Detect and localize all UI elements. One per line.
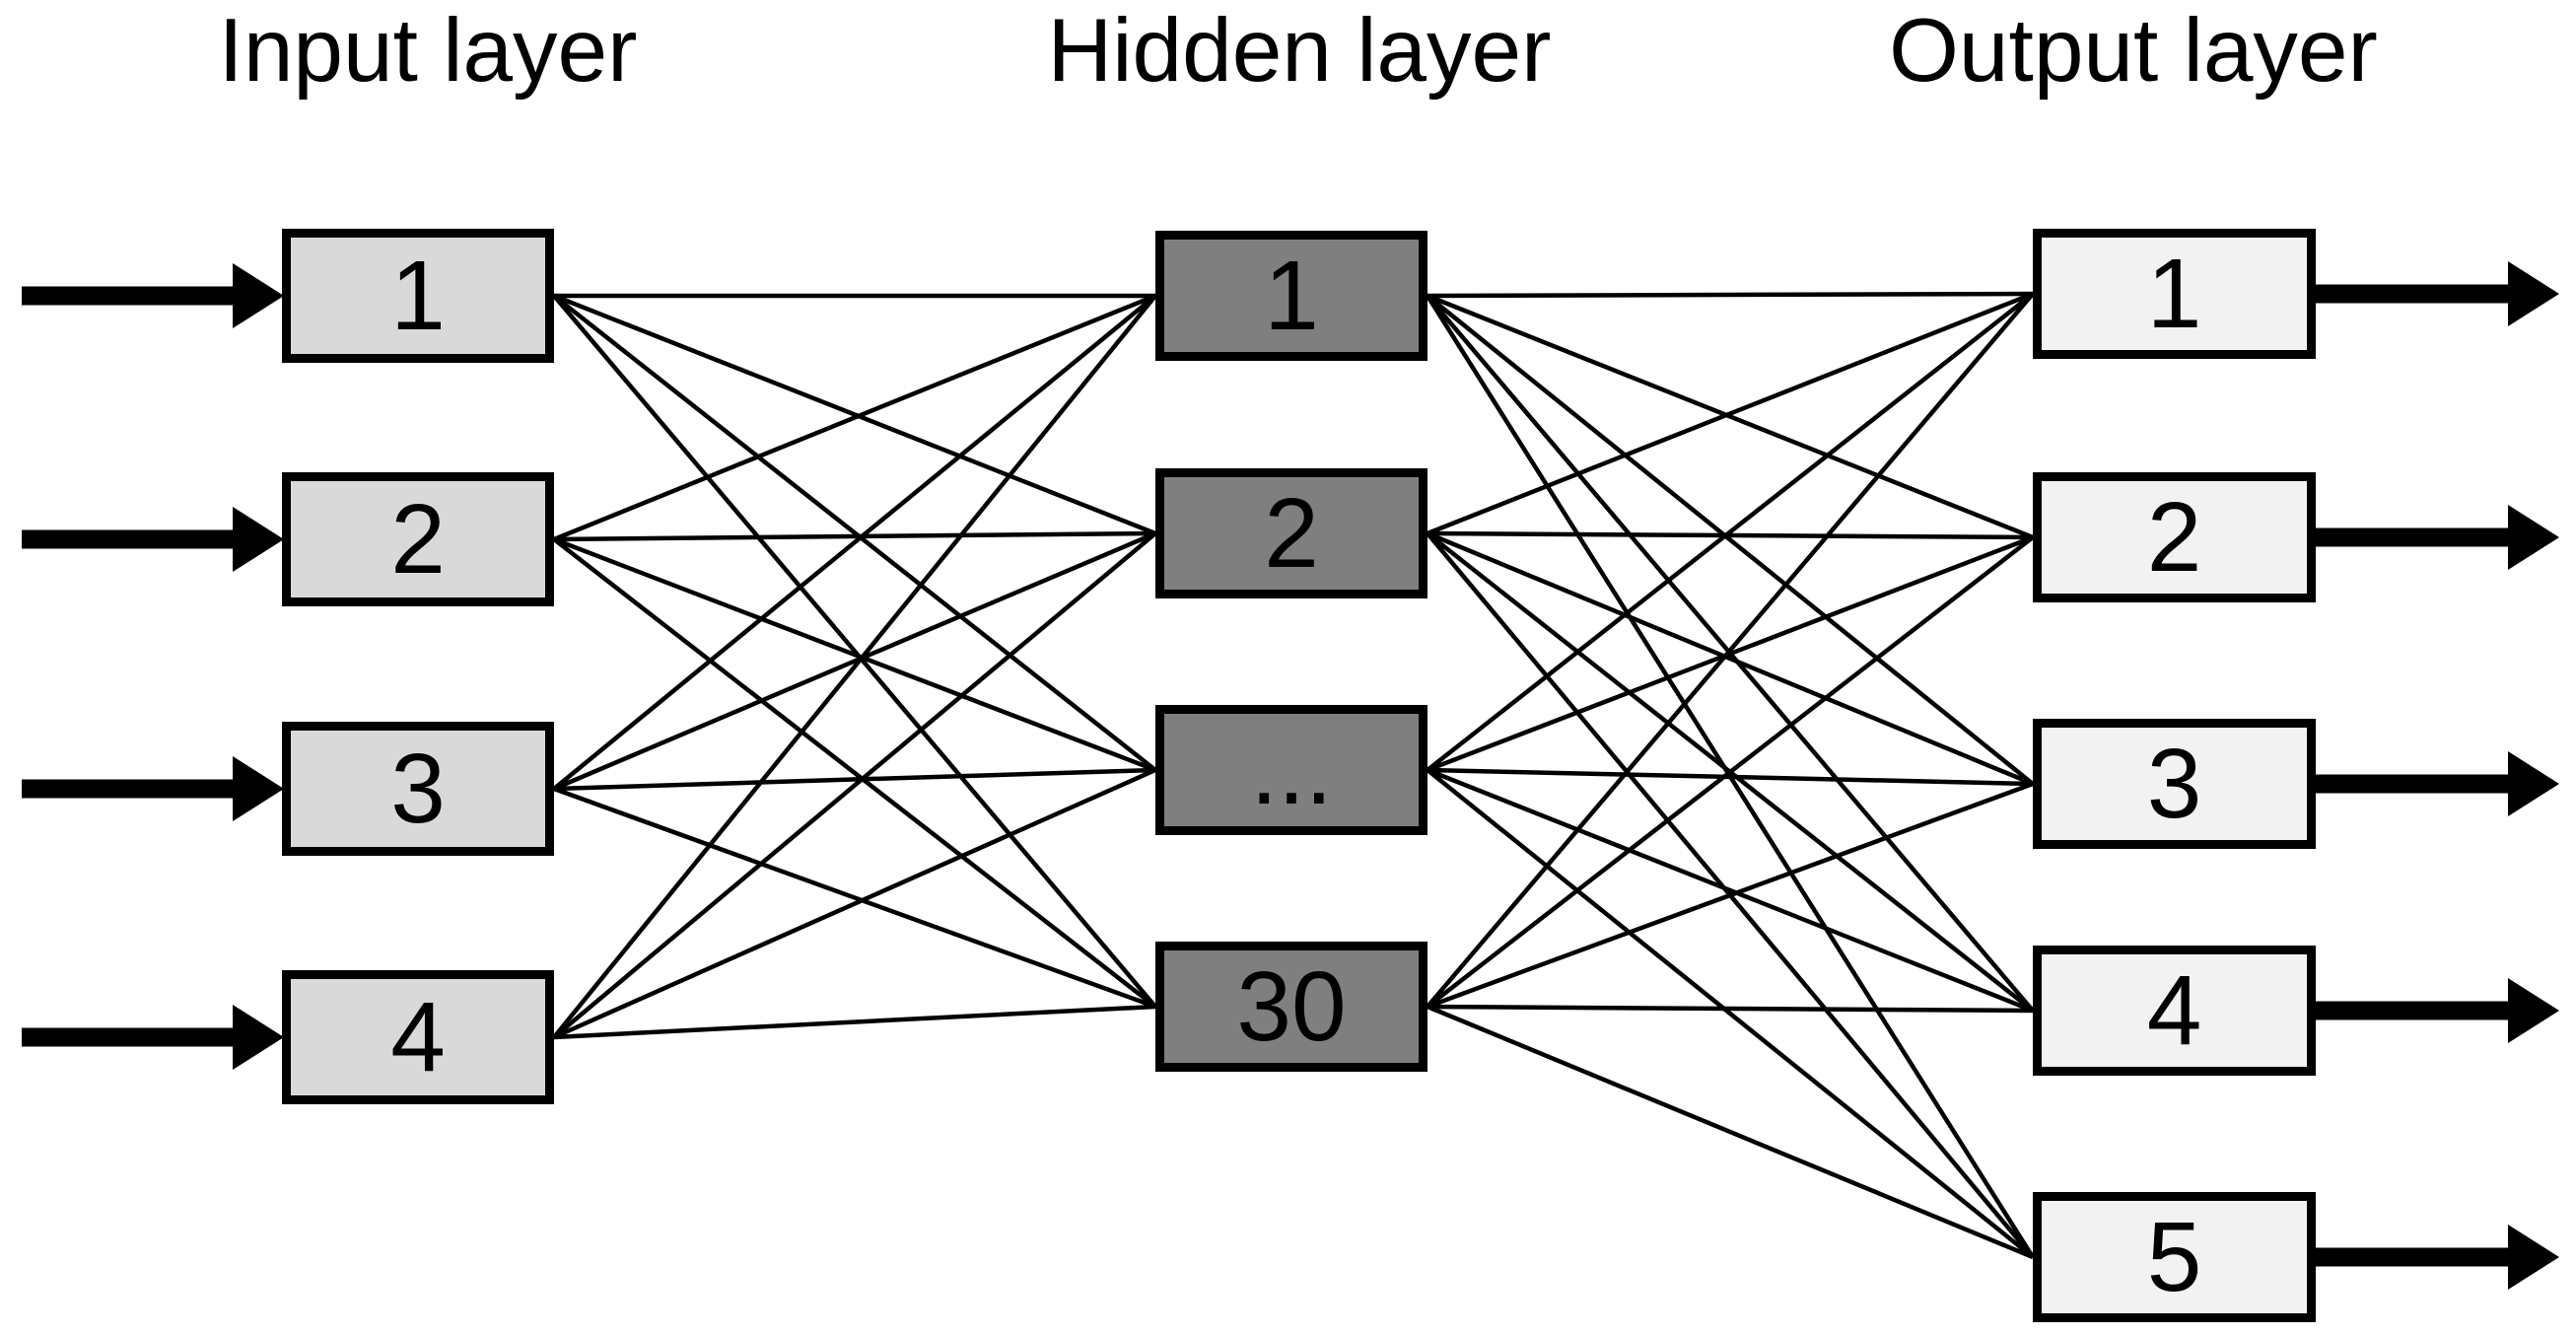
output-arrowhead: [2508, 751, 2559, 816]
output-node-3: 3: [2033, 719, 2316, 849]
connection-line-hidden-output: [1427, 1004, 2034, 1014]
input-arrowhead: [233, 507, 284, 572]
connection-line-input-hidden: [553, 786, 1156, 1010]
hidden-node-ellipsis: ...: [1155, 705, 1427, 835]
output-node-5: 5: [2033, 1192, 2316, 1322]
connection-line-input-hidden: [553, 293, 1156, 542]
connection-line-hidden-output: [1426, 294, 2035, 786]
input-arrowhead: [233, 1005, 284, 1070]
output-arrowhead: [2508, 261, 2559, 326]
hidden-node-30: 30: [1155, 942, 1427, 1072]
connection-line-hidden-output: [1427, 291, 2034, 299]
connection-line-input-hidden: [553, 767, 1156, 1040]
connection-line-input-hidden: [553, 530, 1156, 542]
connection-line-hidden-output: [1427, 291, 2034, 536]
connection-line-hidden-output: [1426, 292, 2035, 1009]
connection-line-hidden-output: [1426, 292, 2035, 772]
hidden-node-1: 1: [1155, 231, 1427, 361]
hidden-node-2: 2: [1155, 468, 1427, 598]
connection-line-hidden-output: [1427, 767, 2034, 1014]
output-arrowhead: [2508, 978, 2559, 1043]
connection-line-input-hidden: [553, 530, 1156, 792]
output-arrowhead: [2508, 505, 2559, 570]
connection-line-hidden-output: [1427, 781, 2034, 1010]
output-node-2: 2: [2033, 472, 2316, 602]
connection-line-input-hidden: [552, 537, 1157, 1009]
input-node-2: 2: [282, 472, 554, 606]
connection-line-hidden-output: [1427, 293, 2034, 540]
connection-line-input-hidden: [553, 767, 1156, 792]
connection-line-input-hidden: [553, 536, 1156, 773]
connection-line-hidden-output: [1426, 535, 2035, 1009]
connection-line-input-hidden: [553, 1004, 1156, 1040]
connection-line-input-hidden: [552, 294, 1157, 772]
connection-line-hidden-output: [1427, 530, 2034, 787]
connection-line-input-hidden: [552, 294, 1157, 791]
connection-line-hidden-output: [1427, 767, 2034, 787]
hidden-layer-title: Hidden layer: [1047, 1, 1552, 101]
connection-line-input-hidden: [552, 294, 1157, 1039]
output-layer-title: Output layer: [1889, 1, 2378, 101]
input-node-4: 4: [282, 970, 554, 1104]
output-node-4: 4: [2033, 946, 2316, 1076]
connection-line-hidden-output: [1427, 1004, 2034, 1260]
connection-line-input-hidden: [552, 294, 1157, 1009]
connection-line-hidden-output: [1426, 768, 2035, 1259]
connection-line-input-hidden: [552, 531, 1157, 1039]
input-node-3: 3: [282, 722, 554, 856]
input-node-1: 1: [282, 229, 554, 363]
input-layer-title: Input layer: [218, 1, 638, 101]
output-arrowhead: [2508, 1225, 2559, 1290]
output-node-1: 1: [2033, 229, 2316, 359]
connection-line-hidden-output: [1427, 534, 2034, 773]
connection-line-hidden-output: [1427, 530, 2034, 540]
connection-line-input-hidden: [553, 293, 1156, 536]
input-arrowhead: [233, 263, 284, 328]
input-arrowhead: [233, 756, 284, 821]
